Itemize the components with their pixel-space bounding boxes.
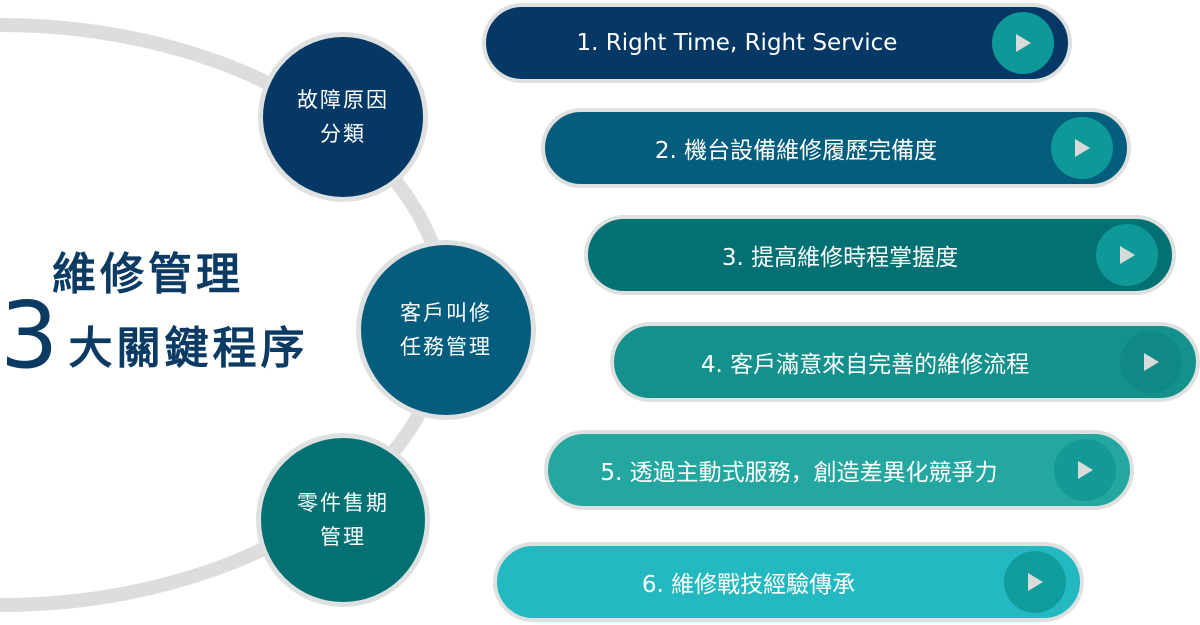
node-line2: 任務管理 <box>400 335 492 359</box>
play-icon[interactable] <box>1054 439 1116 501</box>
node-customer-repair-tasks[interactable]: 客戶叫修任務管理 <box>356 240 536 420</box>
node-line1: 故障原因 <box>297 88 389 112</box>
step-3[interactable]: 3. 提高維修時程掌握度 <box>584 215 1176 295</box>
step-6[interactable]: 6. 維修戰技經驗傳承 <box>493 542 1084 622</box>
node-parts-lifecycle[interactable]: 零件售期管理 <box>256 433 430 607</box>
play-icon[interactable] <box>1096 224 1158 286</box>
node-line2: 分類 <box>320 122 366 146</box>
node-line1: 客戶叫修 <box>400 301 492 325</box>
title-line2-text: 大關鍵程序 <box>68 323 309 374</box>
node-line1: 零件售期 <box>297 491 389 515</box>
title-number: 3 <box>0 282 63 389</box>
step-label: 6. 維修戰技經驗傳承 <box>641 572 856 598</box>
step-label: 3. 提高維修時程掌握度 <box>721 245 959 271</box>
step-4[interactable]: 4. 客戶滿意來自完善的維修流程 <box>610 322 1200 402</box>
node-fault-classification[interactable]: 故障原因分類 <box>258 32 428 202</box>
play-icon[interactable] <box>1004 551 1066 613</box>
step-label: 4. 客戶滿意來自完善的維修流程 <box>700 352 1030 378</box>
title-line2: 3 大關鍵程序 <box>0 282 309 389</box>
play-icon[interactable] <box>1120 331 1182 393</box>
step-label: 2. 機台設備維修履歷完備度 <box>654 138 938 164</box>
node-line2: 管理 <box>320 525 366 549</box>
play-icon[interactable] <box>1051 117 1113 179</box>
play-icon[interactable] <box>992 12 1054 74</box>
step-5[interactable]: 5. 透過主動式服務，創造差異化競爭力 <box>544 430 1134 510</box>
step-2[interactable]: 2. 機台設備維修履歷完備度 <box>541 108 1131 188</box>
step-label: 5. 透過主動式服務，創造差異化競爭力 <box>600 460 998 486</box>
title-line1: 維修管理 <box>52 249 244 300</box>
step-1[interactable]: 1. Right Time, Right Service <box>482 3 1072 83</box>
step-label: 1. Right Time, Right Service <box>576 30 898 56</box>
